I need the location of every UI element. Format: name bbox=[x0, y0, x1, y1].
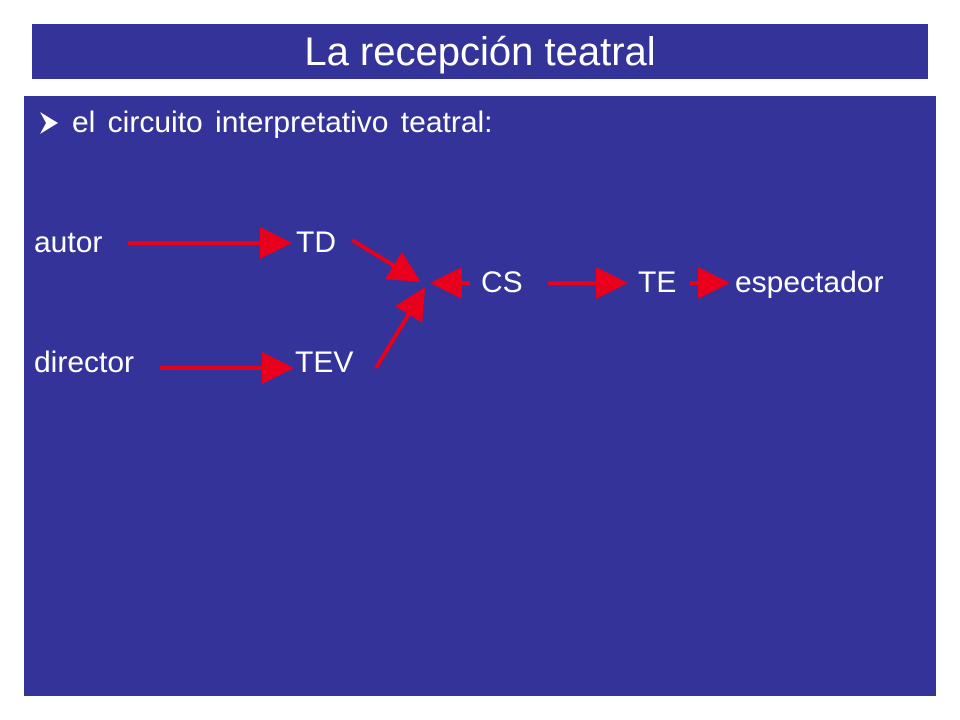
node-td: TD bbox=[296, 226, 336, 259]
node-espectador: espectador bbox=[735, 266, 884, 299]
title-bar: La recepción teatral bbox=[32, 24, 928, 79]
node-te: TE bbox=[638, 266, 677, 299]
slide-title: La recepción teatral bbox=[304, 29, 656, 74]
content-panel bbox=[24, 96, 936, 696]
node-director: director bbox=[34, 346, 135, 379]
node-autor: autor bbox=[34, 226, 103, 259]
bullet-row: el circuito interpretativo teatral: bbox=[38, 108, 493, 138]
node-tev: TEV bbox=[295, 346, 354, 379]
arrowhead-bullet-icon bbox=[40, 112, 58, 134]
node-cs: CS bbox=[481, 266, 523, 299]
bullet-text: el circuito interpretativo teatral: bbox=[72, 106, 493, 139]
